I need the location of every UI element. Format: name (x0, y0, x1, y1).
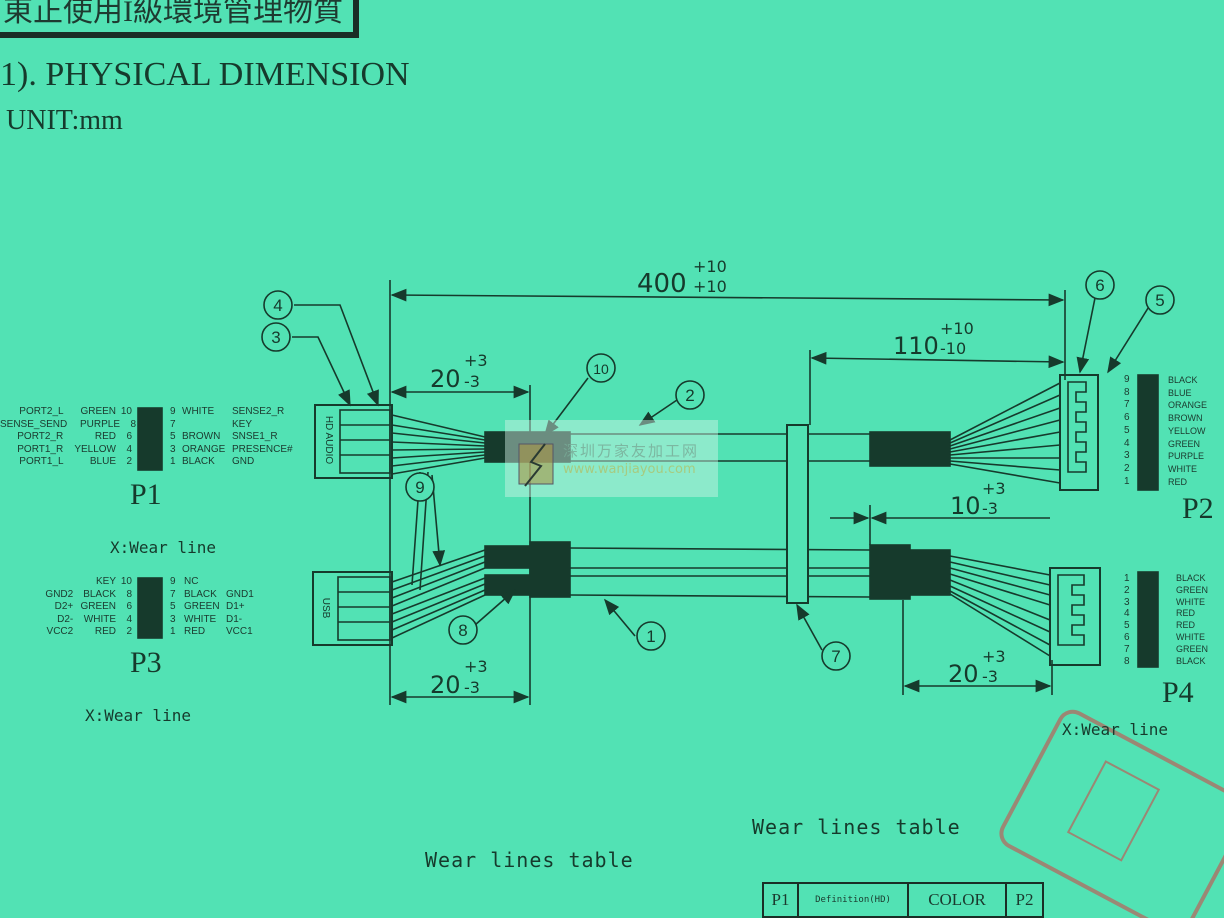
usb-label: USB (320, 598, 331, 619)
svg-text:+3: +3 (464, 351, 488, 370)
overall-dimension-line (390, 288, 1065, 307)
p4-pin-header (1137, 571, 1159, 668)
callout-9: 9 (415, 478, 424, 497)
callout-10: 10 (593, 361, 609, 377)
p3-label: P3 (130, 646, 162, 679)
stamp (999, 709, 1224, 918)
col-header-color: COLOR (907, 882, 1007, 918)
svg-text:-3: -3 (982, 667, 998, 686)
dim-left-top-value: 20 (430, 365, 461, 393)
dim-overall-value: 400 (637, 269, 687, 299)
callout-circles (261, 270, 1175, 671)
wear-table-title-right: Wear lines table (752, 815, 961, 839)
p3-pin-header (137, 577, 163, 639)
svg-text:+3: +3 (464, 657, 488, 676)
callout-6: 6 (1095, 276, 1104, 295)
p4-connector (1049, 567, 1101, 666)
watermark: 深圳万家友加工网 www.wanjiayou.com (505, 420, 718, 497)
document-banner: 東正使用I級環境管理物質 (0, 0, 356, 35)
svg-text:-3: -3 (464, 678, 480, 697)
col-header-p2: P2 (1005, 882, 1044, 918)
p2-pin-header (1137, 374, 1159, 491)
ferrite-core (786, 424, 809, 604)
callout-3: 3 (271, 328, 280, 347)
svg-text:-3: -3 (464, 372, 480, 391)
table-header-row: P1 Definition(HD) COLOR P2 (762, 882, 1044, 918)
svg-text:+10: +10 (693, 257, 727, 276)
unit-label: UNIT:mm (6, 105, 123, 136)
p3-wear-line: X:Wear line (85, 706, 191, 725)
hd-audio-label: HD AUDIO (323, 416, 334, 465)
svg-text:+3: +3 (982, 647, 1006, 666)
p2-label: P2 (1182, 492, 1214, 525)
svg-text:+10: +10 (940, 319, 974, 338)
dim-left-bottom-value: 20 (430, 671, 461, 699)
svg-text:-10: -10 (940, 339, 966, 358)
p1-label: P1 (130, 478, 162, 511)
callout-1: 1 (646, 627, 655, 646)
callout-2: 2 (685, 386, 694, 405)
callout-8: 8 (458, 621, 467, 640)
dim-right-bottom-value: 20 (948, 660, 979, 688)
p4-label: P4 (1162, 676, 1194, 709)
wear-lines-table: P1 Definition(HD) COLOR P2 (762, 882, 1044, 918)
svg-text:+3: +3 (982, 479, 1006, 498)
p1-pin-header (137, 407, 163, 471)
p4-wear-line: X:Wear line (1062, 720, 1168, 739)
col-header-definition: Definition(HD) (797, 882, 909, 918)
svg-text:-3: -3 (982, 499, 998, 518)
section-title: 1). PHYSICAL DIMENSION (0, 56, 410, 93)
heat-shrink (529, 541, 571, 598)
dim-right-top-value: 110 (893, 332, 939, 360)
p1-wear-line: X:Wear line (110, 538, 216, 557)
svg-text:+10: +10 (693, 277, 727, 296)
wear-table-title-left: Wear lines table (425, 848, 634, 872)
callout-5: 5 (1155, 291, 1164, 310)
hd-audio-connector (314, 404, 393, 479)
dim-right-mid-value: 10 (950, 492, 981, 520)
usb-connector (312, 571, 393, 646)
watermark-logo-icon (518, 443, 554, 487)
callout-7: 7 (831, 647, 840, 666)
col-header-p1: P1 (762, 882, 799, 918)
callout-4: 4 (273, 296, 282, 315)
p2-connector (1059, 374, 1099, 491)
